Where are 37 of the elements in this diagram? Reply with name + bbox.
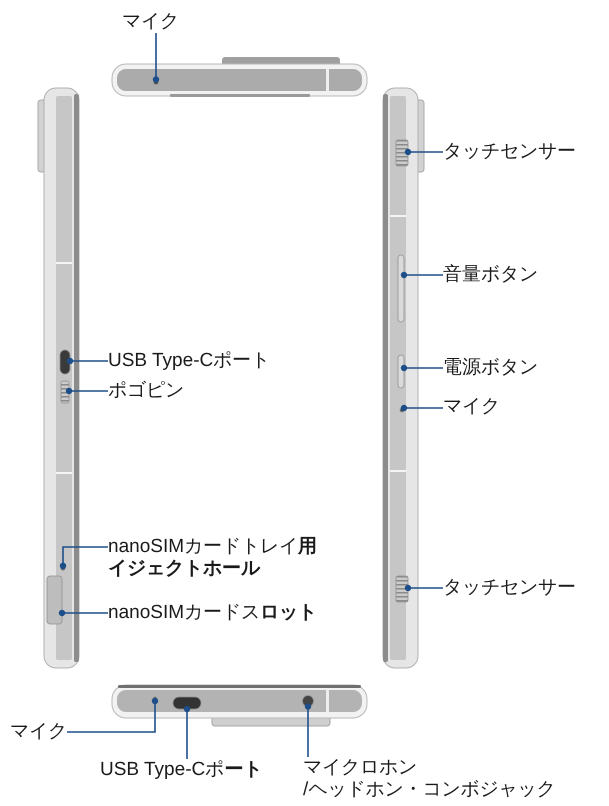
- headphone-jack: [302, 695, 314, 707]
- part-label: 音量ボタン: [443, 264, 538, 286]
- part-label: タッチセンサー: [443, 141, 576, 163]
- usb-port: [60, 350, 70, 374]
- leader-line: [400, 272, 443, 278]
- pogo-pins: [60, 380, 70, 404]
- power-button: [398, 354, 404, 388]
- leader-line: [58, 610, 108, 616]
- leader-line: [152, 33, 160, 83]
- part-label: マイク: [443, 396, 500, 418]
- leader-line: [404, 148, 443, 156]
- microphone-hole: [400, 408, 404, 412]
- leader-line: [404, 584, 443, 592]
- microphone-hole: [152, 696, 158, 702]
- leader-line: [67, 698, 158, 733]
- part-label: nanoSIMカードトレイ用イジェクトホール: [108, 536, 318, 580]
- leader-line: [304, 703, 312, 757]
- sim-card-slot: [46, 576, 62, 624]
- leader-line: [60, 546, 108, 569]
- part-label: ポゴピン: [108, 380, 184, 402]
- part-label: マイクロホン/ヘッドホン・コンボジャック: [303, 757, 556, 801]
- part-label: nanoSIMカードスロット: [108, 602, 318, 624]
- touch-sensor: [396, 576, 408, 602]
- leader-line: [66, 358, 108, 364]
- part-label: USB Type-Cポート: [108, 350, 270, 372]
- usb-port: [172, 696, 202, 710]
- volume-button: [398, 254, 404, 322]
- part-label: マイク: [122, 11, 179, 33]
- touch-sensor: [396, 140, 408, 166]
- part-label: 電源ボタン: [443, 357, 538, 379]
- part-label: マイク: [10, 721, 67, 743]
- leader-line: [400, 404, 443, 412]
- leader-line: [400, 364, 443, 372]
- leader-line: [184, 706, 190, 759]
- part-label: タッチセンサー: [443, 577, 576, 599]
- leader-line: [66, 388, 108, 394]
- part-label: USB Type-Cポート: [100, 759, 262, 781]
